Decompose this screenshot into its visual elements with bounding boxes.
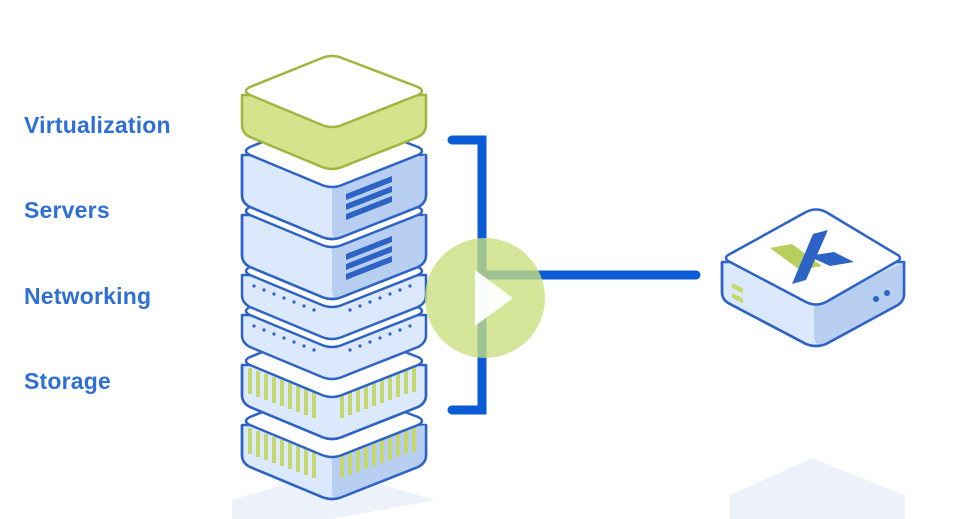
play-button[interactable] xyxy=(425,238,545,358)
appliance-shadow xyxy=(730,458,905,519)
hci-appliance xyxy=(720,208,906,348)
label-networking: Networking xyxy=(24,283,152,309)
storage-stack xyxy=(240,324,428,501)
x-logo-icon xyxy=(770,230,854,284)
label-storage: Storage xyxy=(24,368,112,394)
play-icon xyxy=(475,270,513,326)
virtualization-layer xyxy=(240,54,428,171)
label-virtualization: Virtualization xyxy=(24,112,171,138)
port-dot xyxy=(884,290,890,296)
status-light xyxy=(732,293,743,304)
port-dot xyxy=(873,296,879,302)
label-servers: Servers xyxy=(24,197,110,223)
status-light xyxy=(732,283,743,294)
